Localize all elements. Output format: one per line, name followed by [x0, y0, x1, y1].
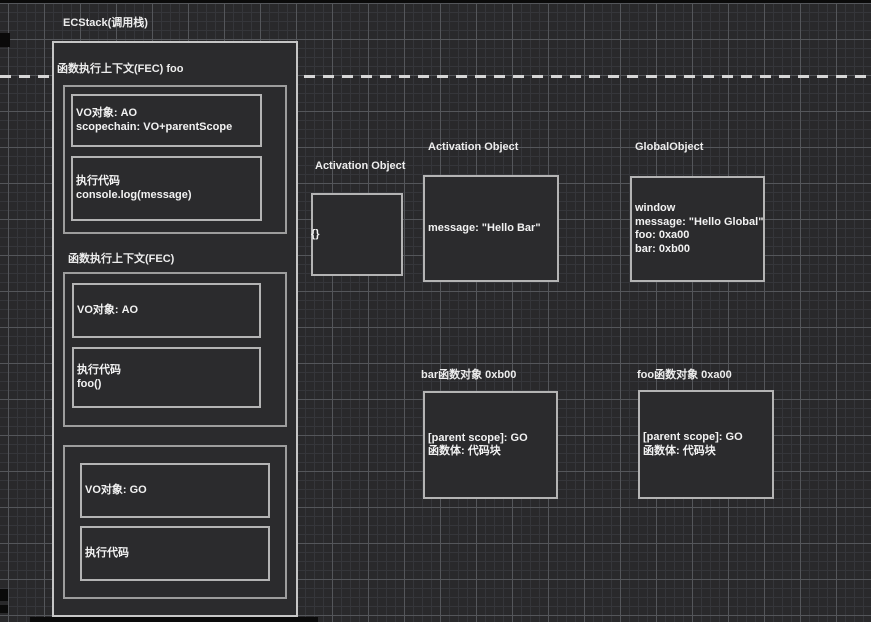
global-ec-box[interactable]: VO对象: GO 执行代码: [63, 445, 287, 599]
global-ec-code-box[interactable]: 执行代码: [80, 526, 270, 581]
vo-line: VO对象: GO: [85, 483, 147, 496]
foo-function-object-label[interactable]: foo函数对象 0xa00: [637, 369, 732, 381]
activation-object-empty-box[interactable]: {}: [311, 193, 403, 276]
vo-line: scopechain: VO+parentScope: [76, 120, 233, 133]
global-ec-vo-box[interactable]: VO对象: GO: [80, 463, 270, 518]
bar-function-object-box[interactable]: [parent scope]: GO 函数体: 代码块: [423, 391, 558, 499]
vo-line: VO对象: AO: [77, 303, 139, 316]
object-line: {}: [311, 227, 320, 240]
fec-foo-vo-box[interactable]: VO对象: AO scopechain: VO+parentScope: [71, 94, 262, 147]
object-line: bar: 0xb00: [635, 242, 691, 255]
object-line: [parent scope]: GO: [428, 431, 528, 444]
vo-line: VO对象: AO: [76, 107, 138, 119]
object-line: window: [635, 202, 676, 214]
fec-foo-label[interactable]: 函数执行上下文(FEC) foo: [57, 63, 184, 75]
object-line: [parent scope]: GO: [643, 431, 743, 443]
left-edge-artifact: [0, 33, 10, 47]
top-edge-artifact: [0, 0, 871, 3]
bottom-left-artifact-1: [0, 589, 8, 601]
code-line: 执行代码: [76, 175, 120, 187]
fec-vo-box[interactable]: VO对象: AO: [72, 283, 261, 338]
code-line: 执行代码: [85, 546, 129, 559]
fec-code-box[interactable]: 执行代码 foo(): [72, 347, 261, 408]
object-line: foo: 0xa00: [635, 229, 690, 241]
dashed-separator-line: [0, 75, 871, 78]
foo-function-object-box[interactable]: [parent scope]: GO 函数体: 代码块: [638, 390, 774, 499]
code-line: 执行代码: [77, 364, 121, 376]
object-line: message: "Hello Global": [635, 215, 764, 228]
activation-object-empty-label[interactable]: Activation Object: [315, 160, 406, 172]
bar-function-object-label[interactable]: bar函数对象 0xb00: [421, 369, 517, 381]
code-line: console.log(message): [76, 188, 192, 201]
global-object-label[interactable]: GlobalObject: [635, 141, 704, 153]
ecstack-label[interactable]: ECStack(调用栈): [63, 17, 148, 29]
code-line: foo(): [77, 377, 102, 390]
activation-object-bar-box[interactable]: message: "Hello Bar": [423, 175, 559, 282]
fec-foo-code-box[interactable]: 执行代码 console.log(message): [71, 156, 262, 221]
object-line: message: "Hello Bar": [428, 221, 541, 234]
fec-foo-box[interactable]: VO对象: AO scopechain: VO+parentScope 执行代码…: [63, 85, 287, 234]
fec-label[interactable]: 函数执行上下文(FEC): [68, 253, 175, 265]
ecstack-box[interactable]: 函数执行上下文(FEC) foo VO对象: AO scopechain: VO…: [52, 41, 298, 617]
fec-box[interactable]: VO对象: AO 执行代码 foo(): [63, 272, 287, 427]
bottom-left-artifact-2: [0, 605, 8, 613]
object-line: 函数体: 代码块: [643, 444, 716, 457]
global-object-box[interactable]: window message: "Hello Global" foo: 0xa0…: [630, 176, 765, 282]
bottom-edge-artifact: [30, 617, 318, 622]
activation-object-bar-label[interactable]: Activation Object: [428, 141, 519, 153]
object-line: 函数体: 代码块: [428, 445, 501, 457]
